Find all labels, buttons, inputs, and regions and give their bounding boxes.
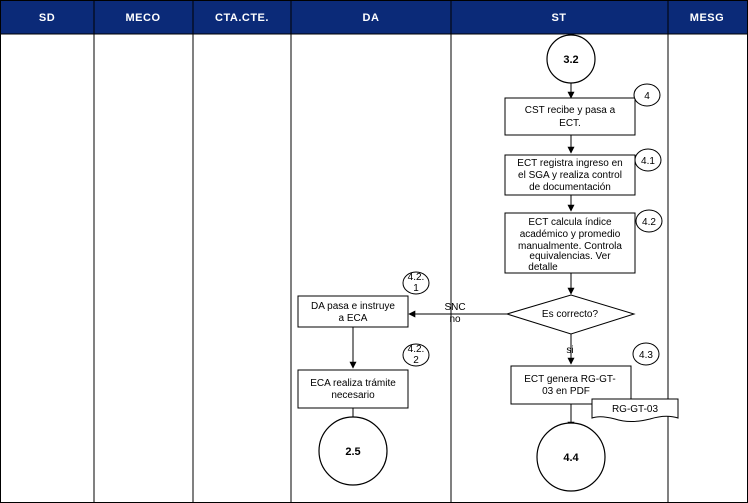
lane-header-cta-cte: CTA.CTE. <box>215 12 269 24</box>
step-4-2-1-line-1: DA pasa e instruye <box>311 301 395 312</box>
step-4-2-line-1: ECT calcula índice <box>528 217 612 228</box>
lane-header-sd: SD <box>39 12 55 24</box>
step-4-box <box>504 97 636 136</box>
step-4-number: 4 <box>644 91 650 102</box>
document-rg-gt-03-label: RG-GT-03 <box>612 404 659 415</box>
document-rg-gt-03 <box>591 398 679 422</box>
step-4-3-number-bubble <box>632 342 660 366</box>
step-4-3-line-1: ECT genera RG-GT- <box>524 374 616 385</box>
no-branch-label-no: no <box>449 314 461 325</box>
lane-header-meco: MECO <box>126 12 161 24</box>
step-4-2-2-line-1: ECA realiza trámite <box>310 378 396 389</box>
flow-connectors <box>349 77 575 429</box>
lane-header-st: ST <box>551 12 566 24</box>
step-4-3-number: 4.3 <box>639 350 653 361</box>
step-4-1-line-1: ECT registra ingreso en <box>517 158 622 169</box>
step-4-2-1-line-2: a ECA <box>339 313 368 324</box>
step-4-3-box <box>510 365 632 405</box>
step-4-2-2-box <box>297 369 409 409</box>
step-4-2-2-number-bubble <box>402 343 430 367</box>
step-4-line-1: CST recibe y pasa a <box>525 105 616 116</box>
step-4-2-box <box>504 212 636 274</box>
step-4-2-line-3: manualmente. Controla <box>518 241 622 252</box>
step-4-1-line-2: el SGA y realiza control <box>518 170 622 181</box>
connector-2-5 <box>318 416 388 486</box>
step-4-2-line-2: académico y promedio <box>520 229 621 240</box>
connector-2-5-label: 2.5 <box>345 446 360 458</box>
step-4-number-bubble <box>633 83 661 107</box>
step-4-2-line-5: detalle <box>528 262 558 273</box>
step-4-2-2-line-2: necesario <box>331 390 375 401</box>
step-4-1-number: 4.1 <box>641 156 655 167</box>
step-4-1-box <box>504 154 636 196</box>
step-4-2-2-number-line-2: 2 <box>413 355 419 366</box>
step-4-2-1-number-line-1: 4.2. <box>408 272 425 283</box>
step-4-2-line-4: equivalencias. Ver <box>529 251 611 262</box>
no-branch-label-snc: SNC <box>444 302 465 313</box>
step-4-2-2-number-line-1: 4.2. <box>408 344 425 355</box>
step-4-3-line-2: 03 en PDF <box>542 386 590 397</box>
connector-3-2 <box>546 34 596 84</box>
decision-label: Es correcto? <box>542 309 599 320</box>
connector-4-4 <box>536 422 606 492</box>
step-4-1-line-3: de documentación <box>529 182 611 193</box>
connector-3-2-label: 3.2 <box>563 54 578 66</box>
swimlane-header-bar <box>0 0 748 34</box>
step-4-2-1-number-bubble <box>402 271 430 295</box>
step-4-2-1-box <box>297 295 409 328</box>
yes-branch-label: si <box>566 345 573 356</box>
step-4-2-number: 4.2 <box>642 217 656 228</box>
step-4-2-1-number-line-2: 1 <box>413 283 419 294</box>
lane-header-da: DA <box>363 12 380 24</box>
connector-4-4-label: 4.4 <box>563 452 579 464</box>
step-4-2-number-bubble <box>635 209 663 233</box>
step-4-1-number-bubble <box>634 148 662 172</box>
decision-diamond <box>505 294 636 335</box>
lane-header-mesg: MESG <box>690 12 724 24</box>
step-4-line-2: ECT. <box>559 118 581 129</box>
